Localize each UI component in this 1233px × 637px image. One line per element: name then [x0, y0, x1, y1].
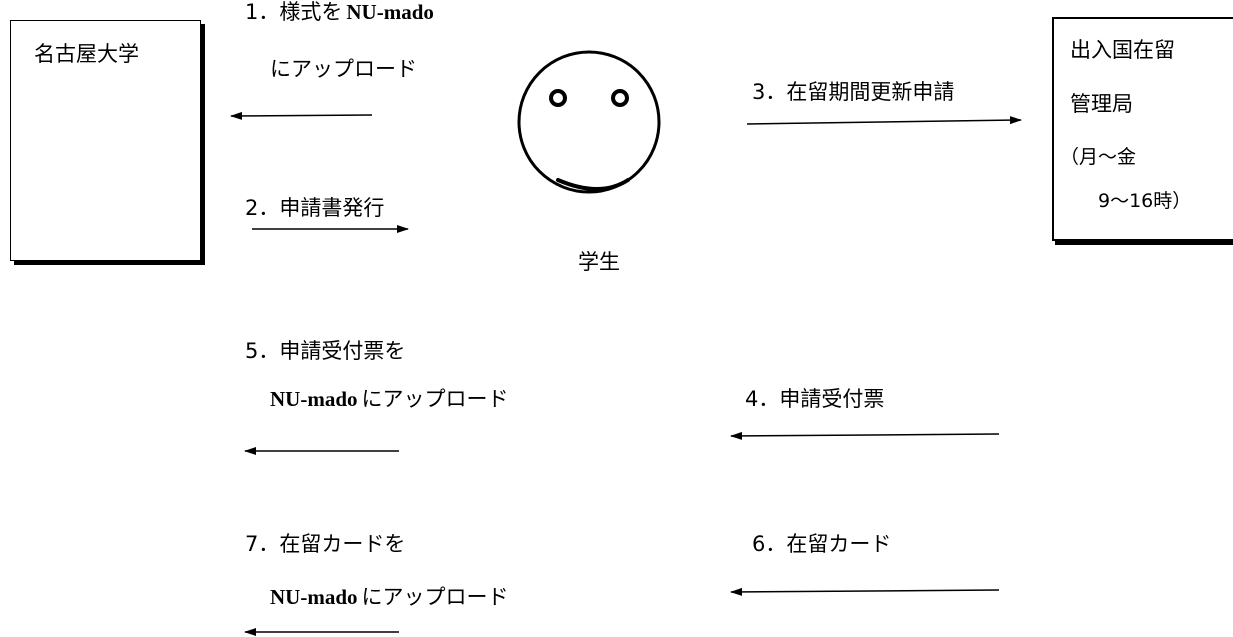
- university-box: [10, 20, 201, 261]
- arrow-step4: [730, 431, 1000, 440]
- arrow-step1: [230, 111, 373, 120]
- step1-nu-mado: NU-mado: [346, 0, 434, 24]
- step7-nu-mado: NU-mado: [270, 585, 358, 609]
- immigration-box: [1052, 17, 1233, 241]
- step1-num: 1．様式を: [245, 0, 343, 24]
- immigration-label-line1: 出入国在留: [1070, 38, 1175, 62]
- step7-rest: にアップロード: [361, 585, 509, 609]
- student-label: 学生: [578, 250, 620, 274]
- arrow-step3: [746, 116, 1022, 125]
- university-label: 名古屋大学: [34, 42, 139, 66]
- step7-line1: 7．在留カードを: [245, 532, 406, 556]
- step5-rest: にアップロード: [361, 387, 509, 411]
- step5-line1: 5．申請受付票を: [245, 339, 406, 363]
- step4-label: 4．申請受付票: [745, 387, 885, 411]
- step3-label: 3．在留期間更新申請: [752, 80, 955, 104]
- smiley-face-icon: [517, 50, 661, 194]
- immigration-hours-line1: （月～金: [1060, 146, 1137, 168]
- step6-label: 6．在留カード: [752, 532, 892, 556]
- immigration-label-line2: 管理局: [1070, 92, 1133, 116]
- step2-label: 2．申請書発行: [245, 196, 385, 220]
- step1-line2: にアップロード: [270, 57, 417, 81]
- immigration-hours-line2: 9～16時）: [1098, 190, 1192, 212]
- step5-nu-mado: NU-mado: [270, 387, 358, 411]
- arrow-step6: [730, 587, 1000, 596]
